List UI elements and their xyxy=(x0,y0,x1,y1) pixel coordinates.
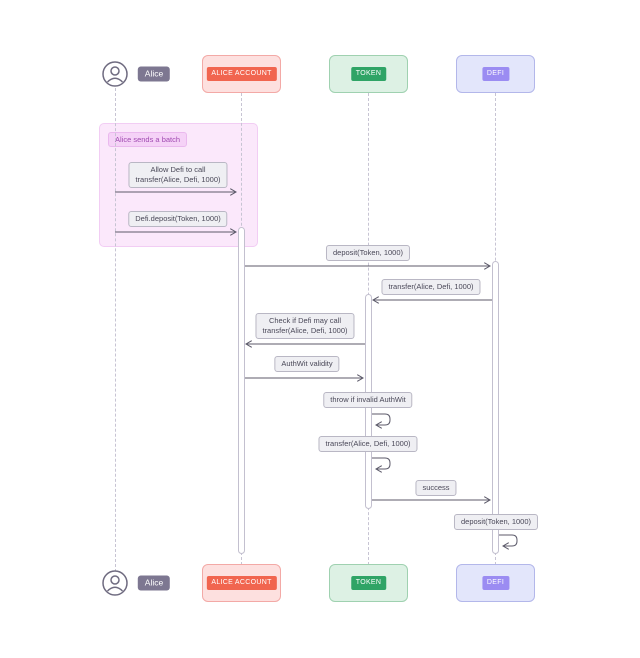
message-label: deposit(Token, 1000) xyxy=(325,245,411,261)
message-label: Defi.deposit(Token, 1000) xyxy=(128,211,228,227)
message-label: transfer(Alice, Defi, 1000) xyxy=(318,436,418,452)
lifeline-alice xyxy=(115,88,116,572)
arrow-self-deposit xyxy=(499,534,518,546)
message-label: transfer(Alice, Defi, 1000) xyxy=(381,279,481,295)
participant-label: DEFI xyxy=(481,576,510,590)
participant-alice-label: Alice xyxy=(137,66,171,82)
activation-account xyxy=(238,227,245,554)
participant-alice-account: ALICE ACCOUNT xyxy=(202,564,281,602)
participant-label: TOKEN xyxy=(350,576,387,590)
participant-token: TOKEN xyxy=(329,55,408,93)
participant-defi: DEFI xyxy=(456,564,535,602)
message-label: success xyxy=(415,480,457,496)
participant-token: TOKEN xyxy=(329,564,408,602)
message-label: Check if Defi may call transfer(Alice, D… xyxy=(255,313,355,339)
message-label: Allow Defi to call transfer(Alice, Defi,… xyxy=(128,162,228,188)
message-label: AuthWit validity xyxy=(274,356,340,372)
message-label: deposit(Token, 1000) xyxy=(453,514,539,530)
arrow-self-throw xyxy=(372,413,391,425)
participant-label: DEFI xyxy=(481,67,510,81)
message-label: throw if invalid AuthWit xyxy=(323,392,413,408)
participant-defi: DEFI xyxy=(456,55,535,93)
participant-label: ALICE ACCOUNT xyxy=(206,67,277,81)
participant-label: TOKEN xyxy=(350,67,387,81)
participant-label: ALICE ACCOUNT xyxy=(206,576,277,590)
participant-alice-label: Alice xyxy=(137,575,171,591)
participant-alice-account: ALICE ACCOUNT xyxy=(202,55,281,93)
user-icon xyxy=(102,61,128,87)
user-icon xyxy=(102,570,128,596)
activation-defi xyxy=(492,261,499,554)
batch-label: Alice sends a batch xyxy=(108,132,188,147)
arrow-self-transfer xyxy=(372,457,391,469)
